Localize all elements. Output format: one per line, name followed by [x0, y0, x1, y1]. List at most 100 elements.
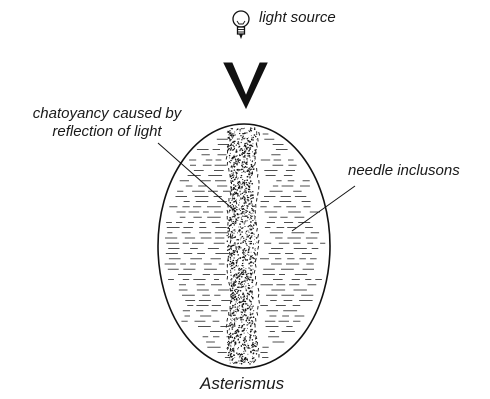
band-dot [246, 274, 248, 276]
band-dot [252, 151, 253, 152]
band-dot [251, 236, 252, 237]
band-dot [242, 179, 243, 180]
band-dot [235, 291, 236, 292]
band-dot [233, 311, 234, 312]
band-dot [251, 269, 253, 271]
band-dot [240, 274, 241, 275]
band-dot [240, 155, 241, 156]
band-dot [251, 233, 252, 234]
band-dot [247, 195, 248, 196]
band-dot [236, 176, 237, 177]
band-dot [241, 314, 242, 315]
band-dot [240, 235, 241, 236]
band-dot [241, 175, 242, 176]
band-dot [250, 221, 252, 223]
band-dot [238, 147, 239, 148]
band-dot [249, 306, 251, 308]
band-dot [248, 189, 250, 191]
band-dot [251, 252, 252, 253]
band-dot [231, 341, 232, 342]
band-dot [247, 345, 249, 347]
band-dot [235, 156, 236, 157]
band-dot [252, 265, 253, 266]
band-dot [240, 194, 241, 195]
band-dot [232, 306, 234, 308]
band-dot [233, 162, 235, 164]
band-dot [234, 305, 235, 306]
band-dot [251, 137, 252, 138]
band-dot [236, 362, 237, 363]
band-dot [232, 350, 233, 351]
band-dot [241, 357, 242, 358]
band-dot [243, 182, 244, 183]
band-dot [249, 142, 250, 143]
band-dot [227, 227, 228, 228]
band-dot [249, 200, 250, 201]
band-dot [251, 202, 252, 203]
band-dot [236, 164, 237, 165]
band-dot [247, 176, 249, 178]
band-dot [235, 321, 236, 322]
band-dot [255, 248, 256, 249]
band-dot [245, 277, 247, 279]
band-dot [247, 140, 249, 142]
band-dot [252, 206, 253, 207]
band-dot [230, 150, 231, 151]
band-dot [236, 260, 237, 261]
band-dot [244, 162, 245, 163]
band-dot [236, 155, 237, 156]
band-dot [255, 254, 256, 255]
band-dot [237, 289, 238, 290]
band-dot [239, 356, 240, 357]
band-dot [232, 337, 234, 339]
band-dot [232, 216, 234, 218]
band-dot [247, 273, 248, 274]
band-dot [252, 191, 253, 192]
band-dot [246, 182, 247, 183]
band-dot [229, 133, 230, 134]
band-dot [241, 184, 242, 185]
band-dot [244, 350, 245, 351]
light-source-label: light source [259, 9, 336, 27]
band-dot [252, 321, 253, 322]
band-dot [237, 291, 239, 293]
band-dot [228, 354, 230, 356]
band-dot [248, 283, 249, 284]
band-dot [242, 330, 244, 332]
band-dot [231, 353, 232, 354]
band-dot [244, 342, 245, 343]
band-dot [241, 237, 242, 238]
band-dot [246, 170, 248, 172]
band-dot [232, 171, 233, 172]
band-dot [248, 173, 249, 174]
band-dot [240, 226, 241, 227]
band-dot [244, 221, 245, 222]
band-dot [229, 359, 230, 360]
band-dot [236, 313, 237, 314]
band-dot [232, 178, 233, 179]
band-dot [236, 274, 238, 276]
band-dot [231, 236, 232, 237]
band-dot [237, 239, 238, 240]
band-dot [249, 334, 250, 335]
band-dot [254, 361, 255, 362]
band-dot [239, 325, 241, 327]
band-dot [234, 255, 235, 256]
band-dot [250, 273, 252, 275]
band-dot [230, 153, 231, 154]
band-dot [241, 358, 243, 360]
band-dot [253, 335, 254, 336]
band-dot [247, 332, 248, 333]
band-dot [245, 255, 247, 257]
band-dot [240, 361, 241, 362]
band-dot [232, 136, 233, 137]
band-dot [235, 205, 236, 206]
band-dot [231, 268, 233, 270]
band-dot [251, 175, 252, 176]
band-dot [240, 270, 241, 271]
band-dot [250, 127, 252, 129]
band-dot [231, 351, 232, 352]
band-dot [254, 215, 255, 216]
band-dot [245, 288, 246, 289]
band-dot [251, 258, 252, 259]
